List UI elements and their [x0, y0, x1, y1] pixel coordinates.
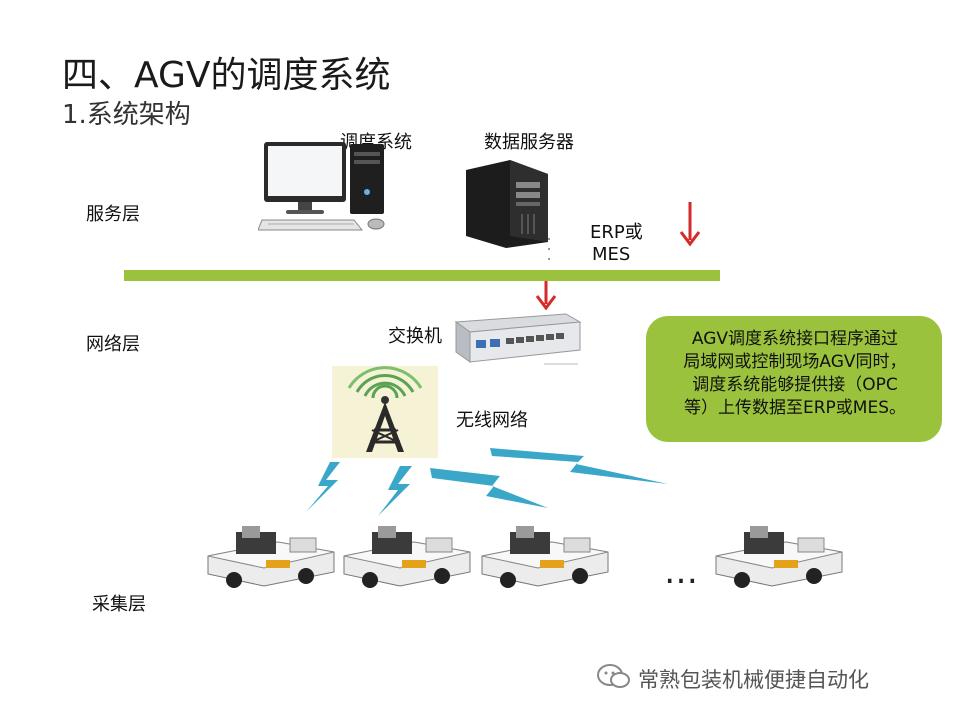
erp-mes-label-line1: ERP或: [590, 222, 643, 243]
wireless-signal-4-icon: [490, 448, 668, 484]
agv-vehicle-4-icon: [715, 526, 843, 588]
layer-label-collection: 采集层: [92, 594, 146, 615]
agv-vehicle-1-icon: [207, 526, 335, 588]
info-callout-line-3: 调度系统能够提供接（OPC: [692, 375, 898, 395]
erp-mes-label-line2: MES: [592, 244, 631, 265]
wireless-signal-3-icon: [430, 468, 548, 508]
network-bus-bar: [124, 270, 720, 281]
info-callout-line-4: 等）上传数据至ERP或MES。: [683, 398, 906, 418]
layer-label-network: 网络层: [86, 334, 140, 355]
info-callout-line-2: 局域网或控制现场AGV同时，: [683, 352, 907, 372]
data-server-label: 数据服务器: [484, 132, 574, 153]
switch-label: 交换机: [388, 326, 442, 347]
wechat-icon: [597, 664, 630, 688]
page-title: 四、AGV的调度系统: [62, 55, 391, 96]
watermark-text: 常熟包装机械便捷自动化: [638, 668, 869, 692]
page-subtitle: 1.系统架构: [62, 100, 191, 130]
wireless-network-label: 无线网络: [456, 410, 528, 431]
more-vehicles-ellipsis: …: [664, 552, 700, 592]
network-switch-icon: [454, 313, 582, 365]
layer-label-service: 服务层: [86, 204, 140, 225]
wireless-tower-icon: [332, 366, 438, 458]
wireless-signal-1-icon: [306, 462, 340, 512]
wireless-signal-2-icon: [378, 466, 412, 516]
arrow-down-switch-icon: [535, 280, 557, 310]
info-callout-line-1: AGV调度系统接口程序通过: [691, 329, 899, 349]
data-server-icon: [466, 160, 548, 248]
desktop-computer-icon: [258, 142, 385, 231]
arrow-down-erp-icon: [679, 202, 701, 247]
agv-vehicle-2-icon: [343, 526, 471, 588]
agv-vehicle-3-icon: [481, 526, 609, 588]
info-callout: AGV调度系统接口程序通过 局域网或控制现场AGV同时， 调度系统能够提供接（O…: [646, 316, 942, 442]
